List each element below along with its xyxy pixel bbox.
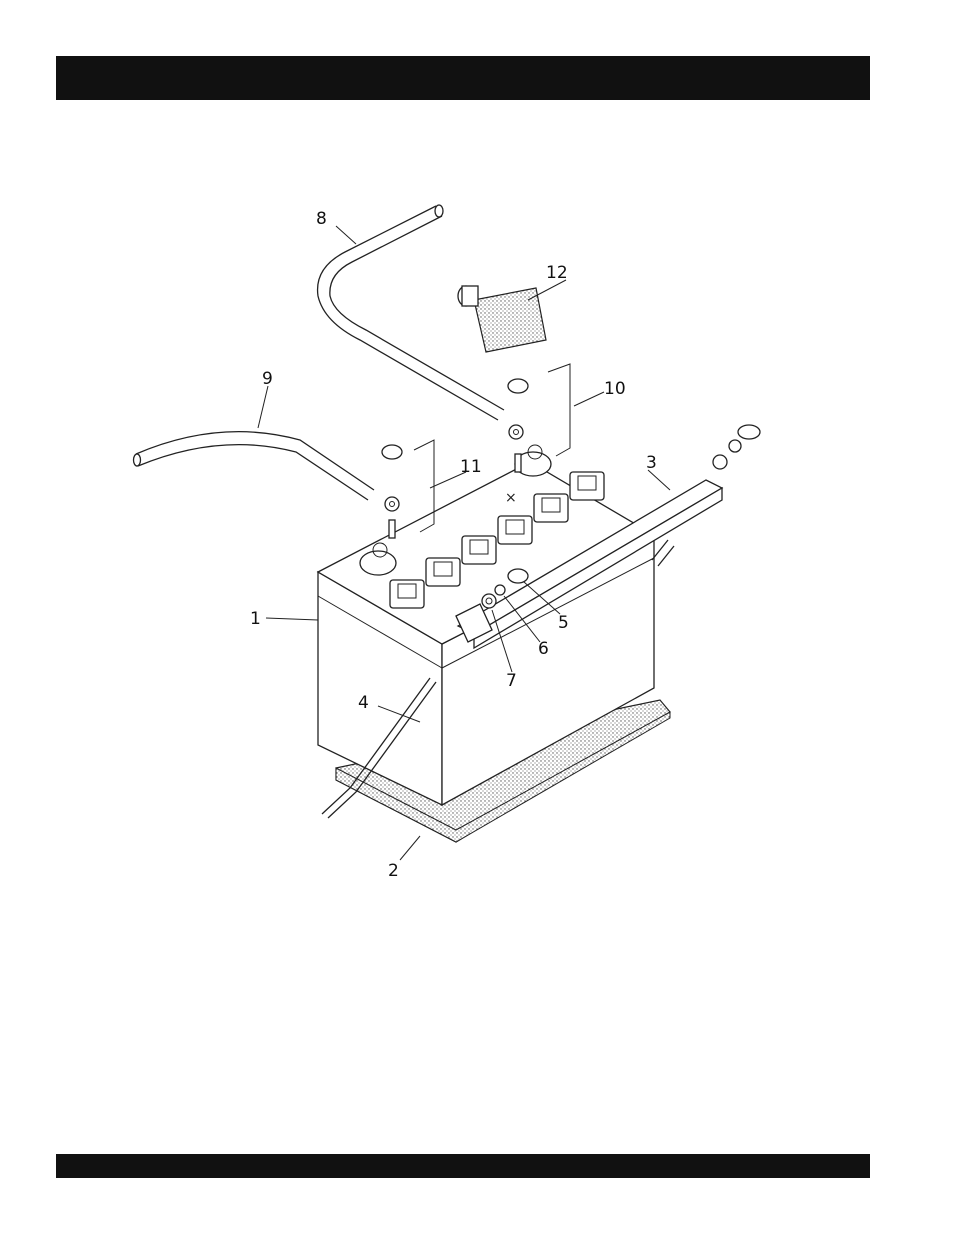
svg-text:×: × [505, 490, 517, 506]
callout-8: 8 [316, 209, 327, 229]
callout-11: 11 [460, 457, 482, 477]
callout-3: 3 [646, 453, 657, 473]
callout-5: 5 [558, 613, 569, 633]
cable-negative [134, 432, 400, 511]
callout-10: 10 [604, 379, 626, 399]
callout-4: 4 [358, 693, 369, 713]
callout-9: 9 [262, 369, 273, 389]
callout-1: 1 [250, 609, 261, 629]
footer-bar [56, 1154, 870, 1178]
callout-2: 2 [388, 861, 399, 881]
callout-12: 12 [546, 263, 568, 283]
callout-7: 7 [506, 671, 517, 691]
terminal-cover [458, 286, 546, 352]
callout-6: 6 [538, 639, 549, 659]
